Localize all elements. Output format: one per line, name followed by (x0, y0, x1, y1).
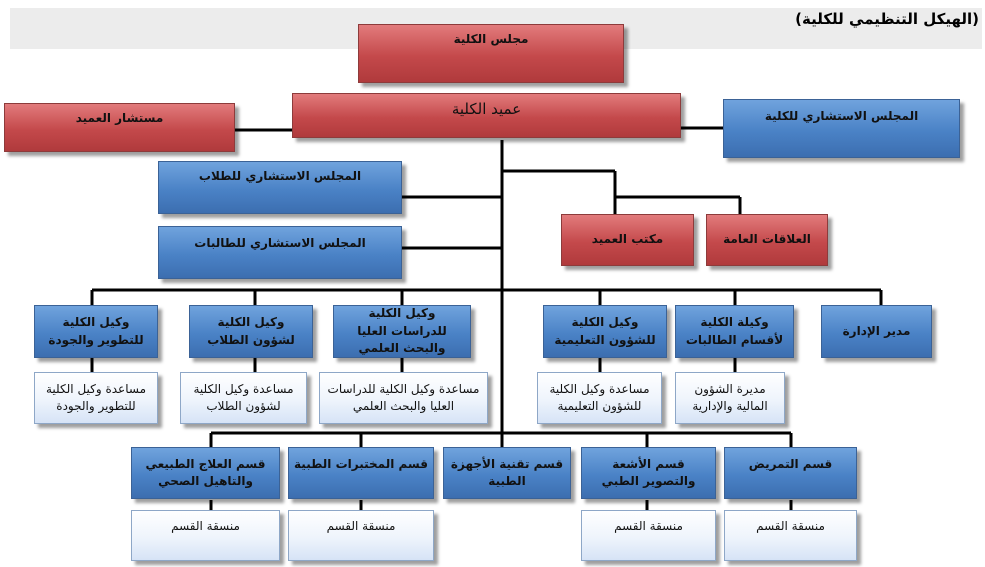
dept-medical-labs-box: قسم المختبرات الطبية (288, 447, 434, 499)
college-council-box: مجلس الكلية (358, 24, 624, 83)
admin-director-box: مدير الإدارة (821, 305, 932, 358)
finance-admin-director-box: مديرة الشؤون المالية والإدارية (675, 372, 785, 424)
dean-office-box: مكتب العميد (561, 214, 694, 266)
dept-nursing-box: قسم التمريض (724, 447, 857, 499)
vice-dean-development-box: وكيل الكلية للتطوير والجودة (34, 305, 158, 358)
assistant-graduate-box: مساعدة وكيل الكلية للدراسات العليا والبح… (319, 372, 488, 424)
chart-title: (الهيكل التنظيمي للكلية) (795, 10, 979, 28)
assistant-students-box: مساعدة وكيل الكلية لشؤون الطلاب (180, 372, 307, 424)
vice-dean-female-sections-box: وكيلة الكلية لأقسام الطالبات (675, 305, 794, 358)
college-advisory-council-box: المجلس الاستشاري للكلية (723, 99, 960, 158)
assistant-development-box: مساعدة وكيل الكلية للتطوير والجودة (34, 372, 158, 424)
coordinator-physiotherapy-box: منسقة القسم (131, 510, 280, 561)
student-advisory-council-female-box: المجلس الاستشاري للطالبات (158, 226, 402, 279)
coordinator-medical-labs-box: منسقة القسم (288, 510, 434, 561)
student-advisory-council-male-box: المجلس الاستشاري للطلاب (158, 161, 402, 214)
dept-physiotherapy-box: قسم العلاج الطبيعي والتاهيل الصحي (131, 447, 280, 499)
public-relations-box: العلاقات العامة (706, 214, 828, 266)
dean-advisor-box: مستشار العميد (4, 103, 235, 152)
dept-radiology-box: قسم الأشعة والتصوير الطبي (581, 447, 716, 499)
dept-medical-devices-box: قسم تقنية الأجهزة الطبية (443, 447, 571, 499)
vice-dean-students-box: وكيل الكلية لشؤون الطلاب (189, 305, 313, 358)
coordinator-nursing-box: منسقة القسم (724, 510, 857, 561)
assistant-education-box: مساعدة وكيل الكلية للشؤون التعليمية (537, 372, 662, 424)
vice-dean-education-box: وكيل الكلية للشؤون التعليمية (543, 305, 667, 358)
vice-dean-graduate-box: وكيل الكلية للدراسات العليا والبحث العلم… (333, 305, 471, 358)
dean-box: عميد الكلية (292, 93, 681, 138)
coordinator-radiology-box: منسقة القسم (581, 510, 716, 561)
